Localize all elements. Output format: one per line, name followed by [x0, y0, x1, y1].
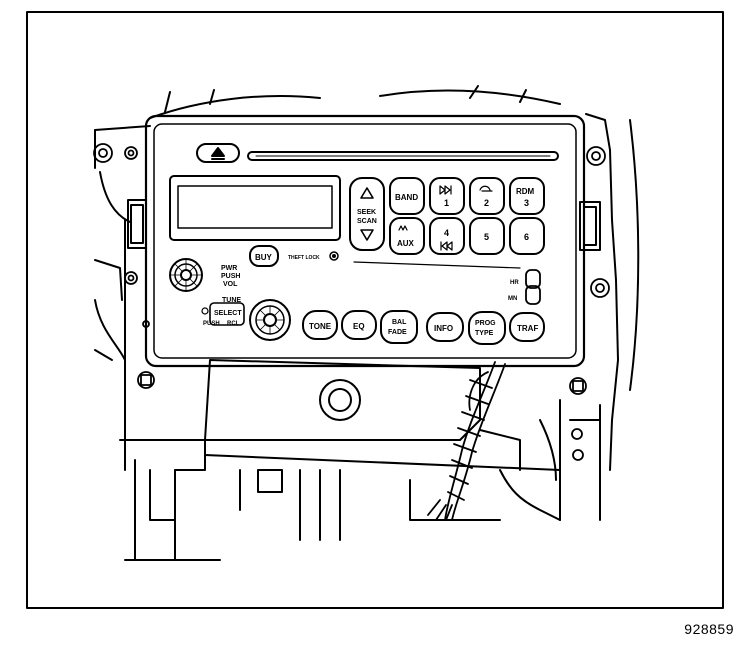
svg-text:3: 3: [524, 198, 529, 208]
push-label: PUSH: [203, 321, 220, 327]
display-window: [169, 175, 341, 241]
preset-5-button[interactable]: 5: [469, 217, 505, 255]
buy-button[interactable]: BUY: [249, 245, 279, 267]
aux-button[interactable]: AUX: [389, 217, 425, 255]
repeat-icon: [479, 185, 493, 192]
bal-label: BAL: [392, 319, 407, 326]
rewind-icon: [440, 241, 453, 251]
prog-type-button[interactable]: PROG TYPE: [468, 311, 506, 345]
bal-fade-button[interactable]: BAL FADE: [380, 310, 418, 344]
type-label: TYPE: [475, 330, 494, 337]
svg-text:HR: HR: [510, 280, 519, 286]
preset-4-button[interactable]: 4: [429, 217, 465, 255]
aux-icon: [398, 225, 408, 231]
seek-label: SEEK: [357, 209, 376, 216]
svg-text:PWR: PWR: [221, 265, 237, 272]
power-volume-label: PWR PUSH VOL: [221, 265, 240, 288]
hour-button[interactable]: HR: [510, 269, 541, 289]
preset-2-button[interactable]: 2: [469, 177, 505, 215]
figure-number: 928859: [684, 621, 734, 637]
tune-label: TUNE: [222, 297, 241, 304]
tune-knob[interactable]: [249, 299, 291, 341]
svg-text:MN: MN: [508, 296, 517, 302]
seek-scan-button[interactable]: SEEK SCAN: [349, 177, 385, 251]
svg-text:TONE: TONE: [309, 322, 332, 331]
svg-text:6: 6: [524, 232, 529, 242]
figure-frame: [26, 11, 724, 609]
svg-text:AUX: AUX: [397, 239, 415, 248]
svg-text:1: 1: [444, 198, 449, 208]
svg-text:BUY: BUY: [255, 253, 273, 262]
radio-faceplate: [144, 114, 586, 368]
band-button[interactable]: BAND: [389, 177, 425, 215]
theft-lock-indicator: THEFT LOCK: [288, 251, 339, 261]
fast-forward-icon: [439, 185, 452, 195]
svg-text:4: 4: [444, 228, 449, 238]
preset-6-button[interactable]: 6: [509, 217, 545, 255]
fade-label: FADE: [388, 329, 407, 336]
svg-text:VOL: VOL: [223, 281, 238, 288]
svg-text:5: 5: [484, 232, 489, 242]
svg-text:EQ: EQ: [353, 322, 365, 331]
tone-button[interactable]: TONE: [302, 310, 338, 340]
svg-text:THEFT LOCK: THEFT LOCK: [288, 255, 320, 261]
svg-text:PUSH: PUSH: [221, 273, 240, 280]
svg-text:TRAF: TRAF: [517, 324, 538, 333]
wiring-harness: [427, 361, 506, 521]
svg-text:BAND: BAND: [395, 193, 418, 202]
cd-slot: [247, 151, 559, 161]
rdm-label: RDM: [516, 187, 535, 196]
power-volume-knob[interactable]: [169, 258, 203, 292]
svg-text:2: 2: [484, 198, 489, 208]
dashboard-background: [93, 85, 640, 561]
eq-button[interactable]: EQ: [341, 310, 377, 340]
mounting-screws: [93, 143, 610, 461]
svg-text:INFO: INFO: [434, 324, 453, 333]
rcl-label: RCL: [227, 321, 240, 327]
info-button[interactable]: INFO: [426, 312, 464, 342]
faceplate-separator: [353, 261, 521, 269]
traf-button[interactable]: TRAF: [509, 312, 545, 342]
prog-label: PROG: [475, 320, 496, 327]
preset-1-button[interactable]: 1: [429, 177, 465, 215]
minute-button[interactable]: MN: [508, 285, 541, 305]
tune-select-labels: TUNE SELECT PUSH RCL: [201, 297, 245, 327]
scan-label: SCAN: [357, 218, 377, 225]
eject-button[interactable]: [196, 143, 240, 163]
preset-3-button[interactable]: RDM 3: [509, 177, 545, 215]
select-label: SELECT: [214, 310, 242, 317]
